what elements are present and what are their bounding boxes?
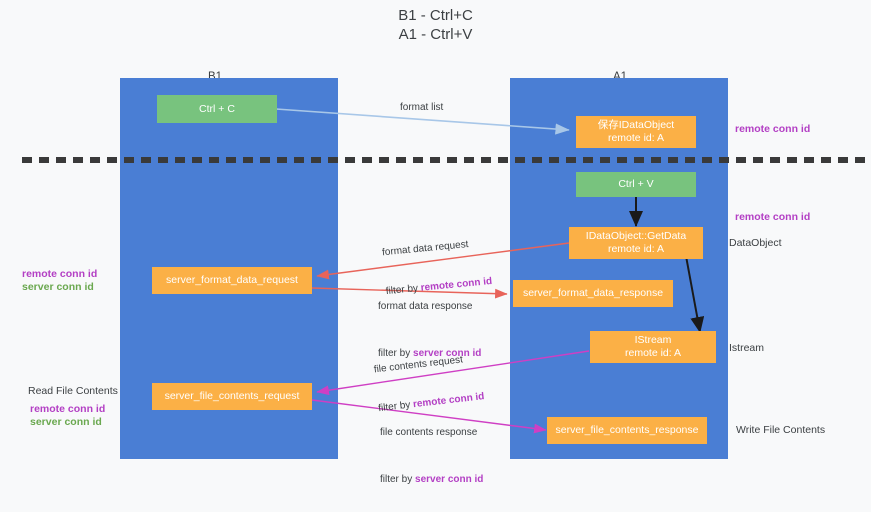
- edge-label-format-data-response-prefix: filter by: [378, 348, 414, 359]
- node-save-idataobject[interactable]: 保存IDataObject remote id: A: [576, 116, 696, 148]
- edge-label-format-data-request-line1: format data request: [381, 239, 469, 259]
- edge-label-file-contents-response-line2: filter by server conn id: [380, 473, 483, 486]
- label-remote-conn-id-middle: remote conn id: [735, 211, 811, 223]
- arrow-format-data-request: [316, 242, 570, 280]
- node-server-file-contents-response[interactable]: server_file_contents_response: [547, 417, 707, 444]
- node-idataobject-getdata[interactable]: IDataObject::GetData remote id: A: [569, 227, 703, 259]
- label-remote-conn-id-top: remote conn id: [735, 123, 811, 135]
- label-remote-conn-id-bottom: remote conn id: [30, 403, 106, 415]
- edge-label-file-contents-response: file contents response filter by server …: [380, 400, 483, 512]
- arrow-format-list: [275, 108, 570, 135]
- edge-label-file-contents-request-line1: file contents request: [373, 354, 464, 376]
- edge-label-format-list: format list: [400, 102, 444, 113]
- label-istream: Istream: [729, 342, 765, 354]
- label-write-file-contents: Write File Contents: [736, 424, 826, 436]
- section-divider: [22, 157, 868, 163]
- arrow-getdata-to-istream: [685, 255, 705, 333]
- edge-label-file-contents-response-line1: file contents response: [380, 427, 478, 438]
- arrow-file-contents-response: [311, 399, 547, 434]
- page-title: B1 - Ctrl+C A1 - Ctrl+V: [398, 7, 473, 43]
- node-server-format-data-request[interactable]: server_format_data_request: [152, 267, 312, 294]
- edge-label-format-data-response: format data response filter by server co…: [378, 274, 481, 386]
- label-server-conn-id-bottom: server conn id: [30, 416, 102, 428]
- arrow-file-contents-request: [316, 350, 590, 396]
- node-ctrl-v[interactable]: Ctrl + V: [576, 172, 696, 197]
- edge-label-file-contents-response-prefix: filter by: [380, 474, 416, 485]
- edge-label-format-data-response-highlight: server conn id: [413, 348, 482, 359]
- connector-layer: [275, 108, 705, 434]
- node-istream[interactable]: IStream remote id: A: [590, 331, 716, 363]
- edge-label-format-data-response-line1: format data response: [378, 301, 473, 312]
- node-server-format-data-response[interactable]: server_format_data_response: [513, 280, 673, 307]
- node-ctrl-c[interactable]: Ctrl + C: [157, 95, 277, 123]
- label-remote-conn-id-mid: remote conn id: [22, 268, 98, 280]
- label-read-file-contents: Read File Contents: [28, 385, 118, 397]
- node-server-file-contents-request[interactable]: server_file_contents_request: [152, 383, 312, 410]
- edge-label-format-data-response-line2: filter by server conn id: [378, 347, 481, 360]
- label-dataobject: DataObject: [729, 237, 782, 249]
- edge-label-file-contents-response-highlight: server conn id: [415, 474, 484, 485]
- label-server-conn-id-mid: server conn id: [22, 281, 94, 293]
- arrow-format-data-response: [311, 287, 508, 299]
- diagram-canvas: B1 - Ctrl+C A1 - Ctrl+V B1 connection A1…: [22, 7, 868, 485]
